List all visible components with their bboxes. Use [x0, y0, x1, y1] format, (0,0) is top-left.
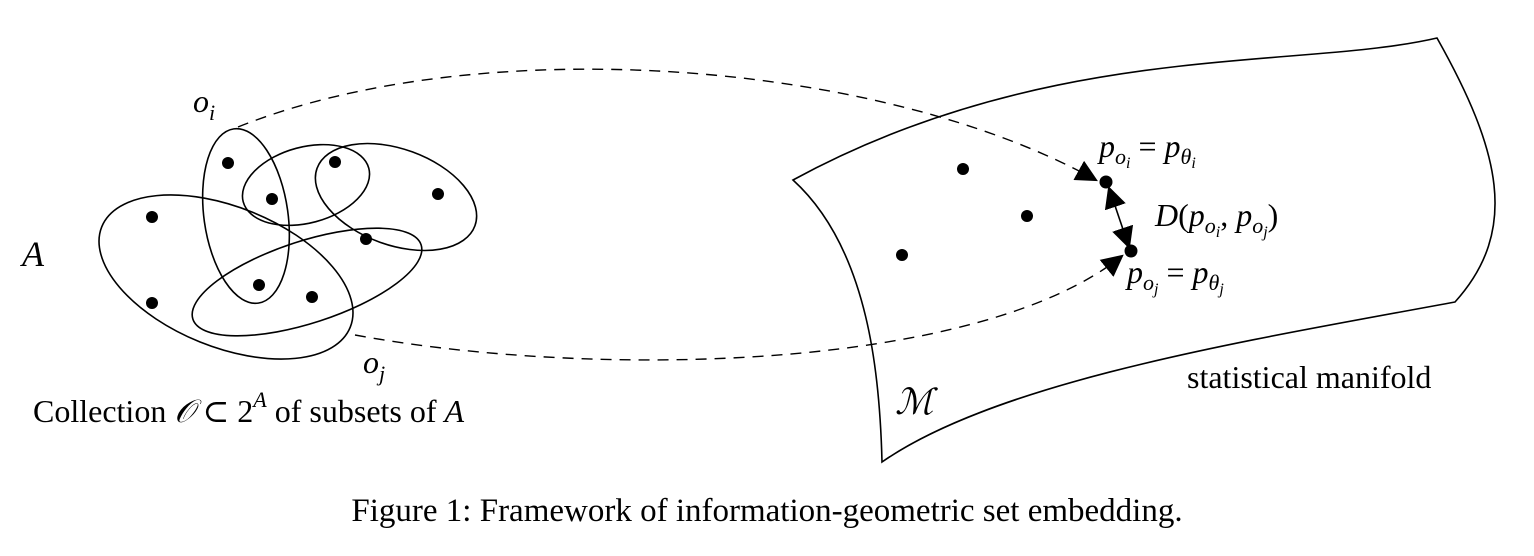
subset-label-oj: oj — [363, 344, 385, 386]
manifold-label: statistical manifold — [1187, 359, 1431, 395]
element-point — [432, 188, 444, 200]
subset-ellipse-top — [241, 143, 371, 227]
manifold-points — [896, 163, 1138, 261]
element-points-A — [146, 156, 444, 309]
embedding-arrow-oj — [354, 254, 1124, 361]
subset-ellipse-oj — [98, 194, 354, 360]
manifold-point — [957, 163, 969, 175]
collection-label: Collection 𝒪 ⊂ 2A of subsets of A — [33, 387, 465, 429]
embedding-label-pi: poi = pθi — [1097, 128, 1196, 172]
set-label-A: A — [20, 234, 45, 274]
subset-label-oi: oi — [193, 83, 215, 125]
element-point — [222, 157, 234, 169]
subset-collection — [98, 127, 478, 360]
subset-ellipse-right — [314, 142, 478, 252]
manifold-point — [896, 249, 908, 261]
element-point — [146, 297, 158, 309]
element-point — [146, 211, 158, 223]
manifold-point — [1021, 210, 1033, 222]
embedded-point-pj — [1124, 244, 1138, 258]
embedding-arrow-oi — [237, 68, 1098, 182]
element-point — [253, 279, 265, 291]
manifold-symbol: ℳ — [895, 382, 938, 422]
divergence-arrow — [1104, 185, 1134, 250]
divergence-label: D(poi, poj) — [1154, 197, 1278, 241]
subset-ellipse-bottom — [191, 227, 423, 337]
statistical-manifold-surface — [791, 37, 1496, 464]
element-point — [266, 193, 278, 205]
subset-ellipse-oi — [201, 127, 291, 305]
embedding-label-pj: poj = pθj — [1125, 254, 1224, 298]
element-point — [360, 233, 372, 245]
element-point — [306, 291, 318, 303]
embedded-point-pi — [1099, 175, 1113, 189]
figure-caption: Figure 1: Framework of information-geome… — [351, 493, 1182, 529]
element-point — [329, 156, 341, 168]
